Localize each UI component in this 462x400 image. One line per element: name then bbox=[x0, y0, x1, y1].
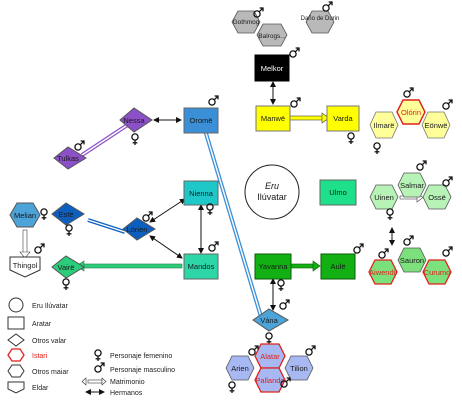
pallando-label: Pallando bbox=[255, 376, 284, 385]
legend-aratar: Aratar bbox=[32, 321, 52, 328]
maiar-cluster-manwe: Ilmarë Olórin Eönwë bbox=[369, 87, 453, 155]
nienna-label: Nienna bbox=[189, 189, 214, 198]
balrog-cluster: Gothmog Daño de Durin Balrogs... bbox=[231, 1, 340, 47]
legend-maiar: Otros maiar bbox=[32, 369, 69, 376]
legend-eru: Eru Ilúvatar bbox=[32, 303, 68, 310]
marriage-melian-thingol bbox=[19, 229, 31, 259]
gothmog-label: Gothmog bbox=[233, 19, 260, 26]
nienna-node: Nienna bbox=[183, 180, 219, 216]
vaire-node: Vairë bbox=[51, 255, 85, 291]
melkor-label: Melkor bbox=[261, 64, 284, 73]
maiar-cluster-aule: Sauron Aiwendil Curumo bbox=[368, 235, 453, 285]
varda-label: Varda bbox=[333, 114, 353, 123]
balrogs-label: Balrogs... bbox=[258, 33, 286, 40]
aule-node: Aulë bbox=[320, 243, 364, 280]
vana-label: Vána bbox=[260, 316, 278, 325]
orome-label: Oromë bbox=[190, 116, 213, 125]
legend-female: Personaje femenino bbox=[110, 353, 172, 360]
siblings-arrow-lorien-mandos bbox=[149, 235, 183, 259]
alatar-label: Alatar bbox=[260, 352, 280, 361]
tulkas-label: Tulkas bbox=[57, 154, 79, 163]
ulmo-node: Ulmo bbox=[319, 179, 357, 206]
maiar-cluster-vana: Alatar Arien Tilion Pallando bbox=[225, 343, 316, 394]
marriage-orome-vana bbox=[203, 129, 264, 321]
thingol-label: Thingol bbox=[13, 261, 38, 270]
yavanna-node: Yavanna bbox=[254, 253, 292, 292]
melkor-node: Melkor bbox=[254, 47, 300, 82]
marriage-este-lorien bbox=[87, 218, 126, 234]
eru-label-line2: Ilúvatar bbox=[257, 192, 287, 202]
eru-label-line1: Eru bbox=[265, 181, 279, 191]
vana-node: Vána bbox=[252, 299, 290, 345]
uinen-label: Uinen bbox=[374, 193, 394, 202]
legend-eldar: Eldar bbox=[32, 385, 49, 392]
legend-female-icon bbox=[94, 349, 102, 362]
legend-istari: Istari bbox=[32, 353, 48, 360]
aiwendil-label: Aiwendil bbox=[369, 268, 397, 277]
nessa-node: Nessa bbox=[119, 107, 153, 146]
arien-label: Arien bbox=[231, 364, 249, 373]
nessa-label: Nessa bbox=[123, 116, 145, 125]
manwe-node: Manwë bbox=[255, 97, 301, 132]
connectors bbox=[19, 81, 424, 321]
aule-label: Aulë bbox=[330, 262, 345, 271]
eonwe-label: Eönwë bbox=[425, 121, 448, 130]
legend-valar: Otros valar bbox=[32, 338, 67, 345]
marriage-manwe-varda bbox=[289, 112, 330, 124]
yavanna-label: Yavanna bbox=[258, 262, 288, 271]
legend-male-icon bbox=[94, 362, 105, 373]
ulmo-label: Ulmo bbox=[329, 188, 347, 197]
este-node: Estë bbox=[51, 202, 85, 237]
thingol-node: Thingol bbox=[9, 243, 45, 278]
eru-node: Eru Ilúvatar bbox=[244, 164, 300, 220]
siblings-arrow-lorien-nienna bbox=[149, 198, 186, 223]
manwe-label: Manwë bbox=[261, 114, 285, 123]
salmar-label: Salmar bbox=[400, 181, 424, 190]
melian-node: Melian bbox=[9, 202, 48, 228]
sauron-label: Sauron bbox=[400, 256, 424, 265]
ilmare-label: Ilmarë bbox=[374, 121, 395, 130]
durin-bane-label: Daño de Durin bbox=[301, 16, 340, 22]
olorin-label: Olórin bbox=[401, 108, 421, 117]
mandos-node: Mandos bbox=[183, 241, 219, 280]
melian-label: Melian bbox=[14, 211, 36, 220]
tulkas-node: Tulkas bbox=[53, 140, 87, 170]
lorien-label: Lórien bbox=[127, 225, 148, 234]
legend-marriage: Matrimonio bbox=[110, 379, 145, 386]
osse-label: Ossë bbox=[428, 193, 446, 202]
vaire-label: Vairë bbox=[58, 263, 75, 272]
legend: Eru Ilúvatar Aratar Otros valar Istari O… bbox=[7, 297, 175, 397]
legend-siblings: Hermanos bbox=[110, 390, 143, 397]
tilion-label: Tilion bbox=[290, 364, 308, 373]
marriage-vaire-mandos bbox=[75, 260, 183, 272]
orome-node: Oromë bbox=[183, 95, 219, 134]
mandos-label: Mandos bbox=[188, 262, 215, 271]
maiar-cluster-ulmo: Salmar Uinen Ossë bbox=[369, 160, 453, 221]
marriage-yavanna-aule bbox=[290, 260, 321, 272]
legend-male: Personaje masculino bbox=[110, 367, 175, 374]
este-label: Estë bbox=[58, 210, 73, 219]
marriage-nessa-tulkas bbox=[80, 122, 131, 157]
varda-node: Varda bbox=[326, 105, 360, 145]
lorien-node: Lórien bbox=[122, 211, 156, 241]
legend-marriage-icon bbox=[81, 377, 107, 386]
curumo-label: Curumo bbox=[424, 268, 451, 277]
